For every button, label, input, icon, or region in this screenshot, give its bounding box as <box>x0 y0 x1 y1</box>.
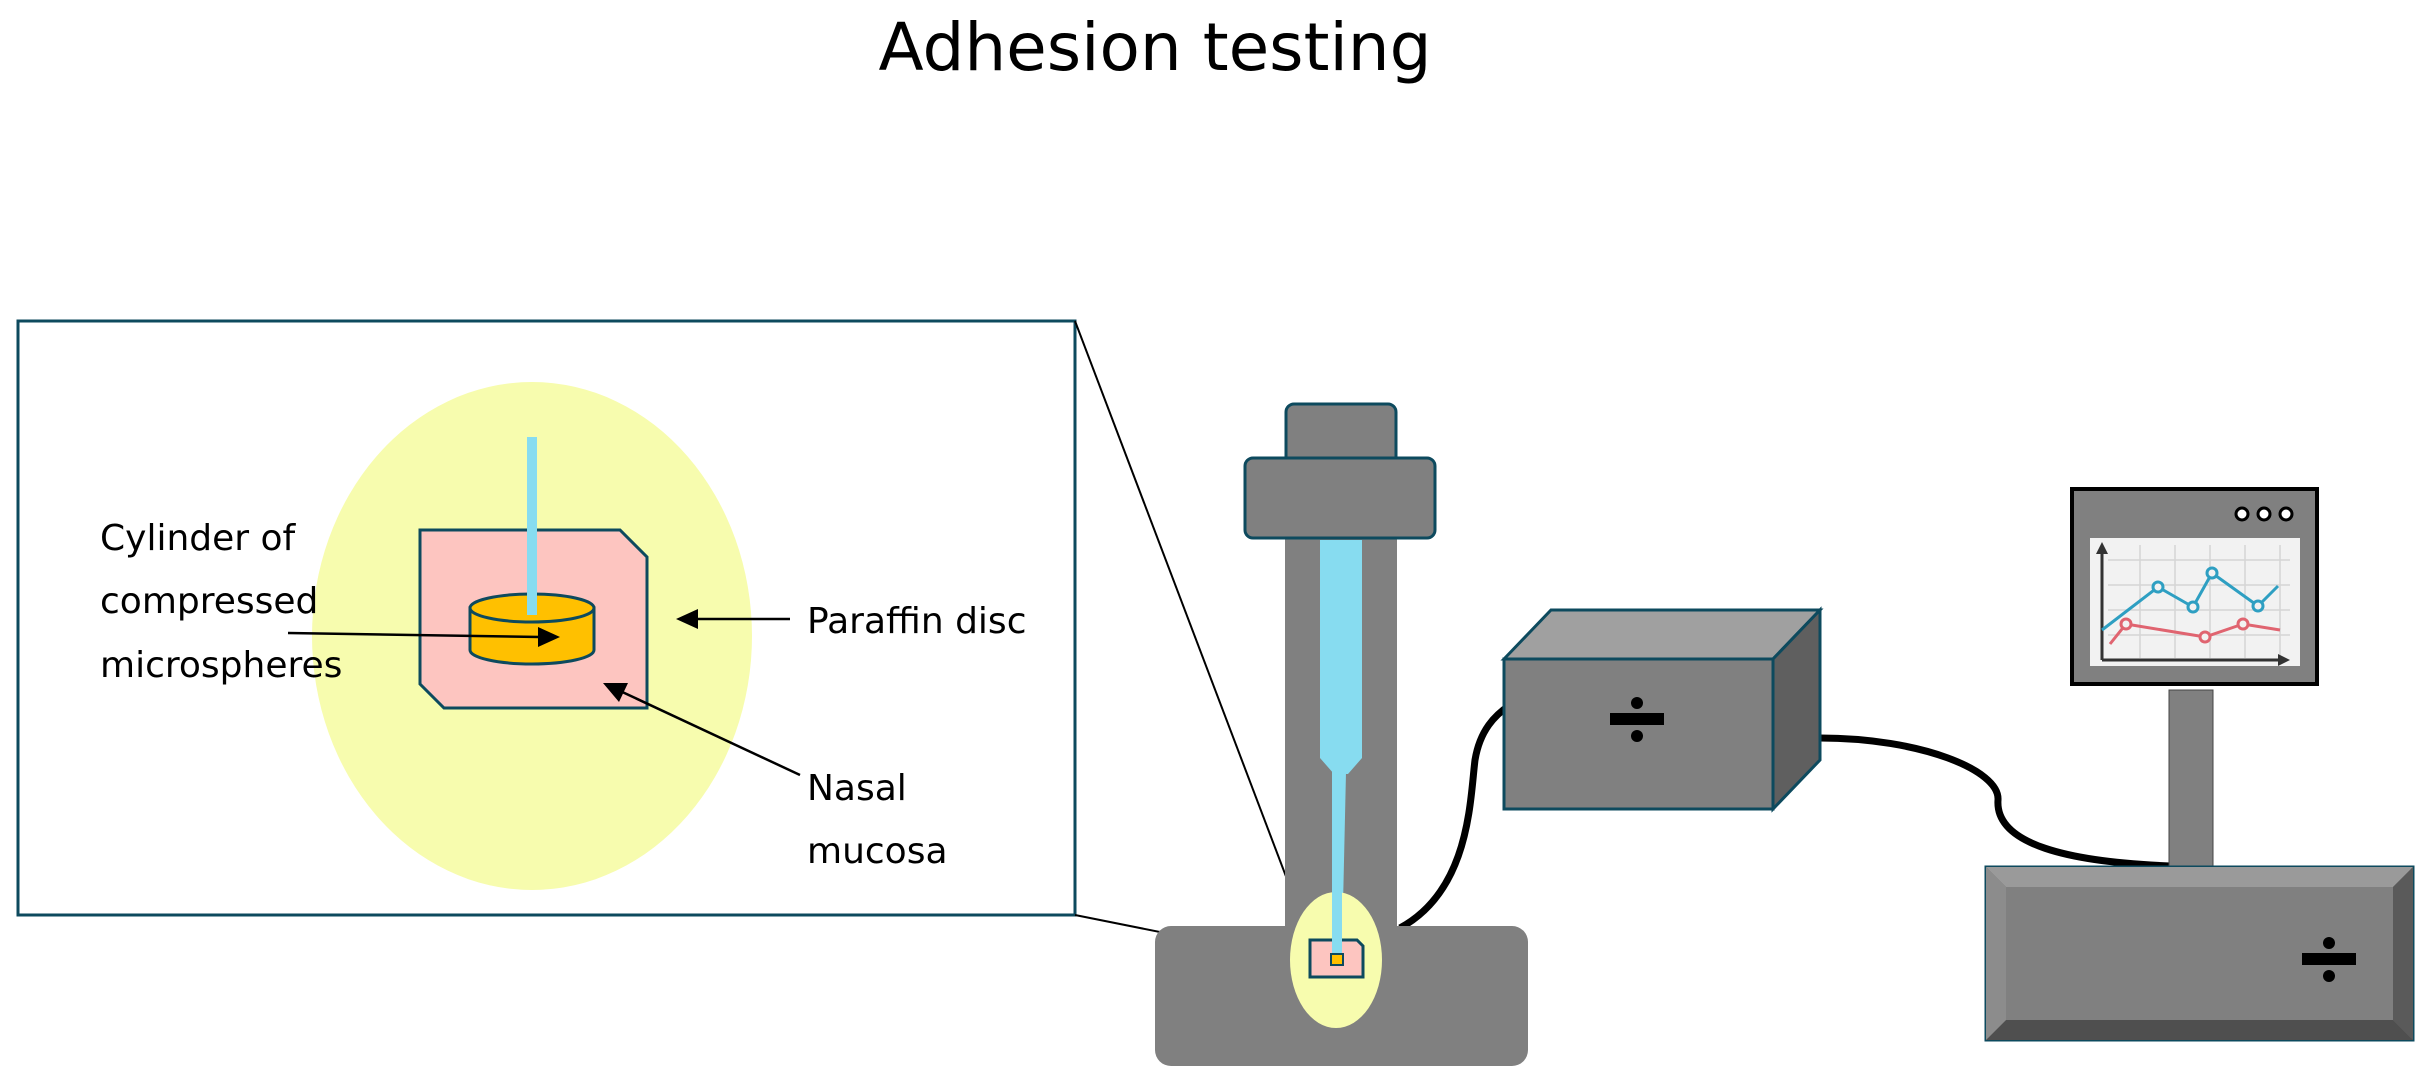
label-mucosa-1: Nasal <box>807 768 907 809</box>
arrow-paraffin <box>676 609 790 629</box>
monitor-stand <box>2168 689 2214 871</box>
probe-needle-front <box>527 437 537 615</box>
controller-top <box>1500 608 1824 661</box>
controller-box <box>1500 606 1824 813</box>
label-cylinder-3: microspheres <box>100 645 342 686</box>
microsphere-cylinder-small <box>1330 953 1344 966</box>
monitor <box>2070 487 2319 686</box>
cable-stand-controller <box>1398 702 1512 932</box>
zoom-inset: Cylinder of compressed microspheres Para… <box>16 319 1077 917</box>
label-paraffin: Paraffin disc <box>807 601 1026 642</box>
computer <box>1984 487 2415 1042</box>
label-cylinder-1: Cylinder of <box>100 518 297 559</box>
arrow-cylinder <box>287 627 560 647</box>
load-cell-probe <box>1320 540 1362 774</box>
testing-stand <box>1155 402 1528 1066</box>
screen-series-blue <box>2101 566 2280 632</box>
screen-axes <box>2096 542 2290 666</box>
zoom-line-top <box>1074 320 1299 909</box>
screen-series-red <box>2108 617 2281 645</box>
divide-icon <box>2302 937 2356 982</box>
arrow-mucosa <box>603 683 801 777</box>
probe-needle-small-front <box>1332 762 1342 960</box>
page-title: Adhesion testing <box>878 9 1431 86</box>
label-cylinder-2: compressed <box>100 581 318 622</box>
label-mucosa-2: mucosa <box>807 831 948 872</box>
stand-head <box>1243 456 1437 540</box>
cable-controller-computer <box>1819 734 2171 870</box>
three-dots-icon <box>2234 506 2294 522</box>
divide-icon <box>1610 697 1664 742</box>
